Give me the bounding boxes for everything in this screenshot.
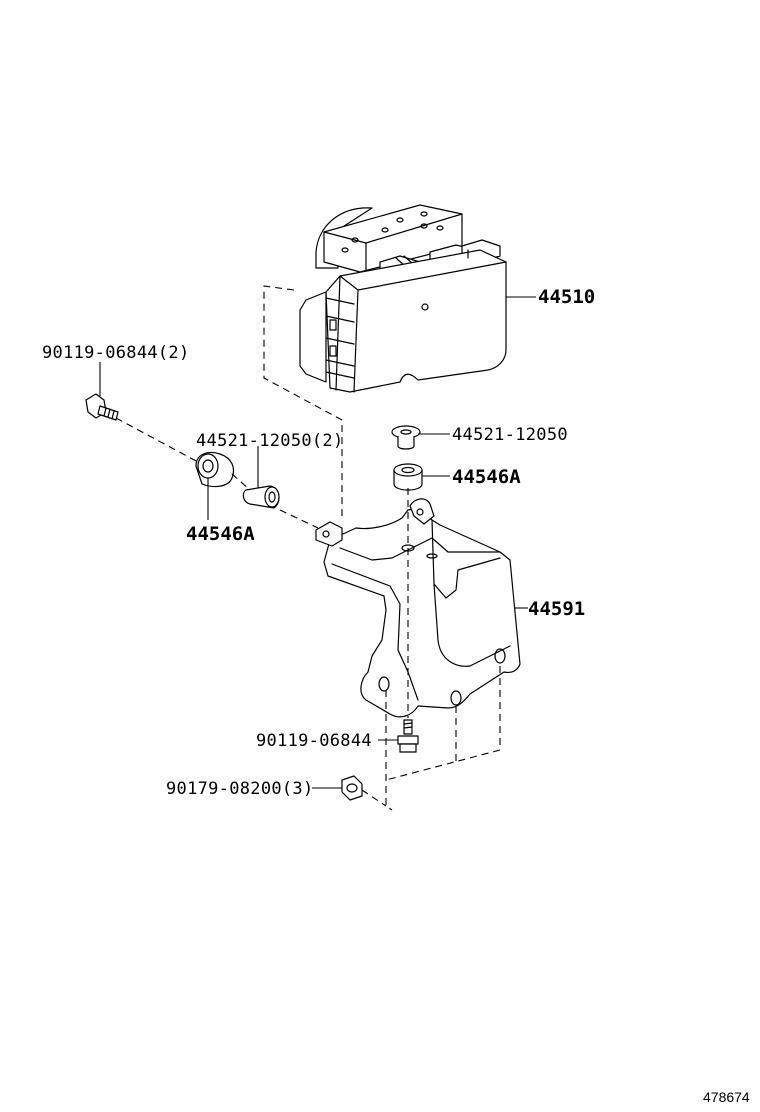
bolt-lower-part: [397, 719, 419, 753]
label-collar-left: 44521-12050(2): [196, 431, 344, 451]
label-bolt-lower: 90119-06844: [256, 731, 372, 751]
leader-lines: [99, 296, 536, 789]
label-bracket: 44591: [528, 598, 585, 620]
bracket-hole: [378, 676, 390, 692]
label-cushion-right: 44546A: [452, 466, 521, 488]
actuator-bracket: [315, 498, 521, 718]
bracket-plate: [323, 507, 521, 718]
collar-right-part: [391, 425, 421, 450]
collar-left-part: [242, 485, 280, 509]
abs-actuator-assembly: [299, 204, 507, 393]
cushion-right-part: [393, 463, 423, 491]
label-cushion-left: 44546A: [186, 523, 255, 545]
cushion-left-part: [195, 451, 235, 488]
label-actuator: 44510: [538, 286, 595, 308]
label-nut: 90179-08200(3): [166, 779, 314, 799]
label-bolt-upper: 90119-06844(2): [42, 343, 190, 363]
label-collar-right: 44521-12050: [452, 425, 568, 445]
bracket-hole: [450, 690, 462, 706]
bolt-upper-part: [85, 393, 119, 421]
nut-part: [341, 775, 363, 801]
bracket-hole: [494, 648, 506, 664]
actuator-ecu-body: [325, 249, 507, 393]
part-labels: 44510 90119-06844(2) 44521-12050(2) 4452…: [42, 286, 750, 1105]
figure-number: 478674: [703, 1089, 750, 1105]
assembly-guide-lines: [115, 285, 501, 811]
